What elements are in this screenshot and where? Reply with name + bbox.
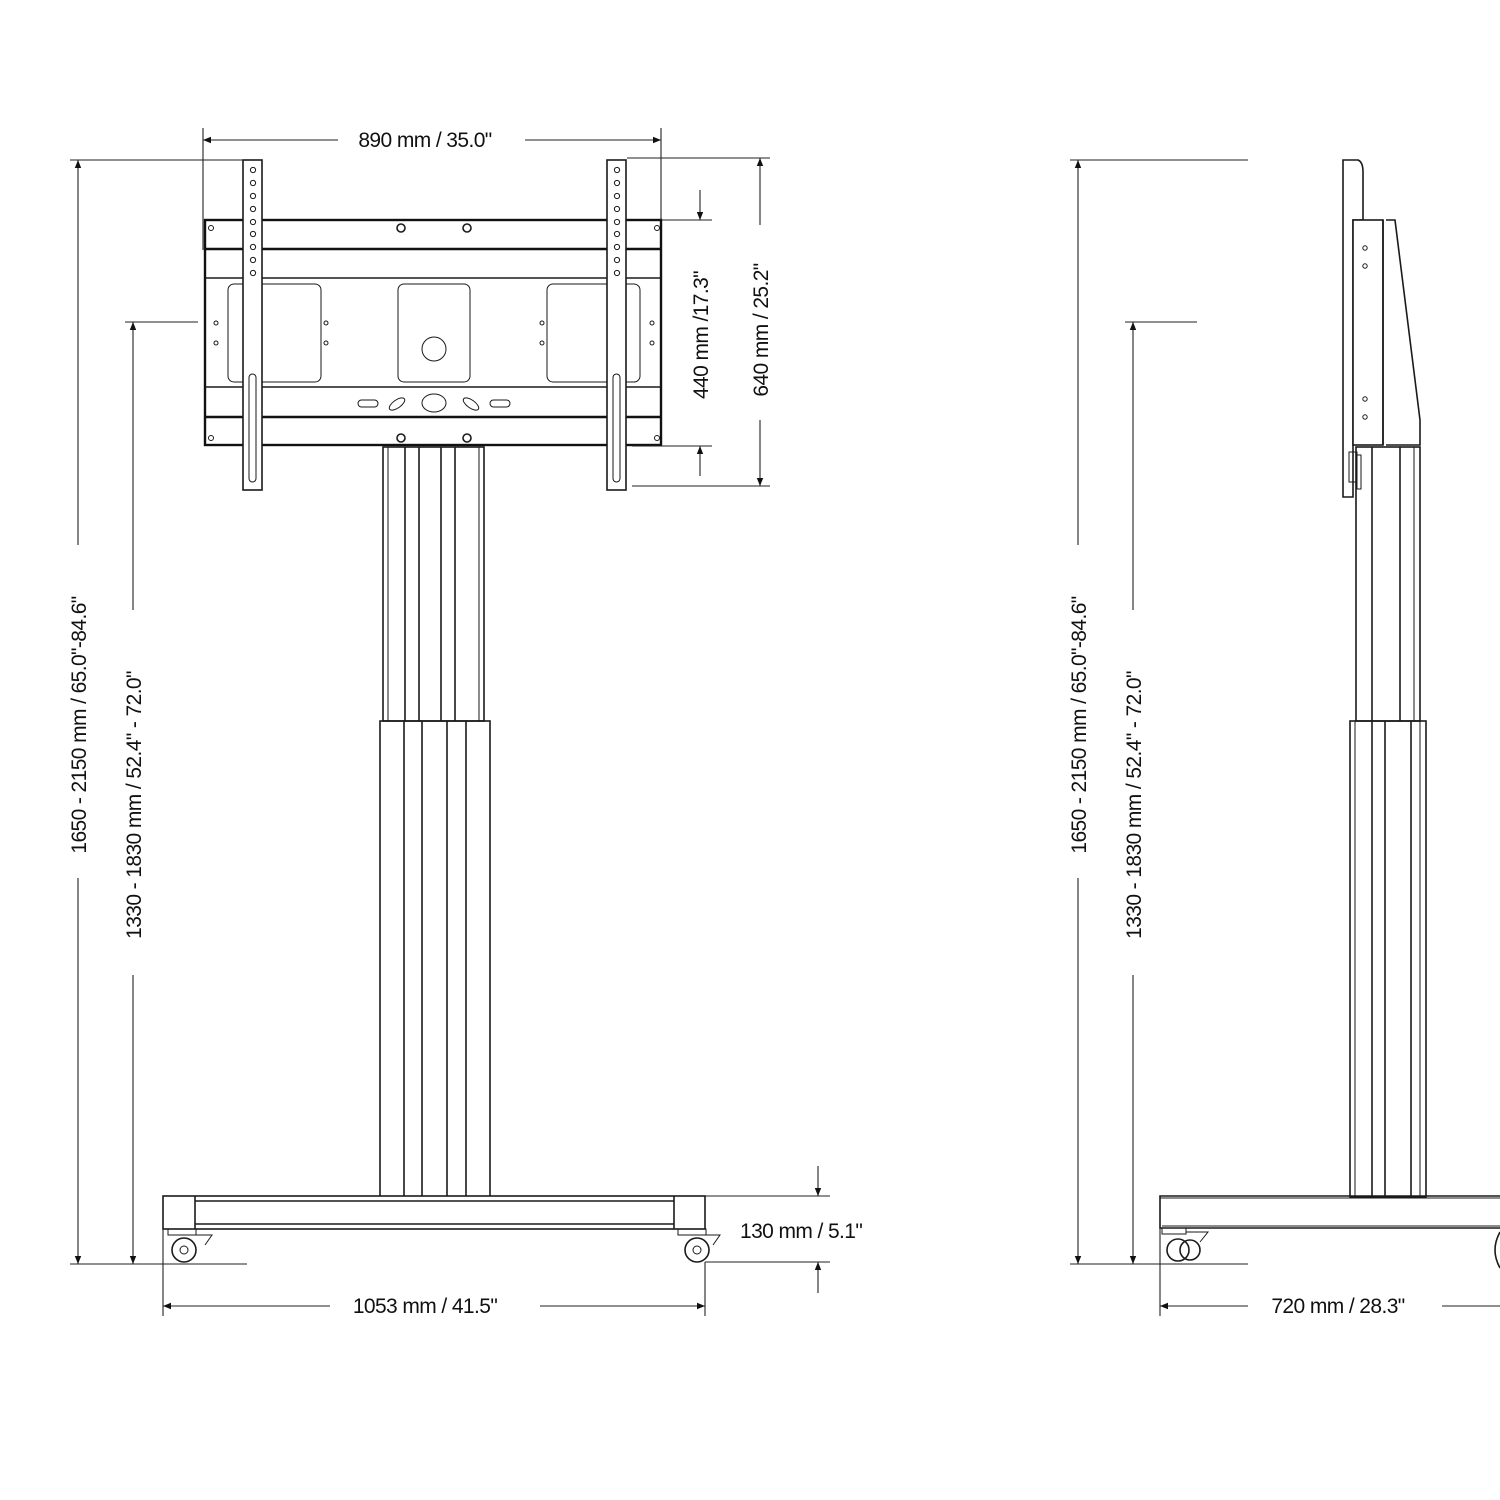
dimension-label: 890 mm / 35.0" [358,129,491,152]
dimension-width-mount: 890 mm / 35.0" [202,128,662,250]
dimension-label: 1330 - 1830 mm / 52.4" - 72.0" [1123,671,1146,939]
dimension-base-depth: 720 mm / 28.3" [1159,1228,1500,1318]
dimension-label: 720 mm / 28.3" [1271,1295,1404,1318]
dimension-label: 1330 - 1830 mm / 52.4" - 72.0" [123,671,146,939]
front-view: 890 mm / 35.0" 1650 - 2150 mm / 65.0"-84… [68,128,863,1318]
dimension-label: 1053 mm / 41.5" [353,1295,498,1318]
lift-column-side [1349,446,1427,1198]
base-bar [162,1195,706,1230]
dimension-total-height-front: 1650 - 2150 mm / 65.0"-84.6" [68,159,247,1265]
display-profile [1342,159,1421,498]
dimension-label: 440 mm /17.3" [690,271,713,399]
side-view: 1650 - 2150 mm / 65.0"-84.6" 1330 - 1830… [1068,159,1500,1318]
lift-column [379,446,491,1198]
dimension-base-height: 130 mm / 5.1" [705,1166,863,1293]
caster-side [1161,1227,1500,1269]
vesa-rail-left [242,159,263,491]
dimension-vesa-640: 640 mm / 25.2" [627,157,773,487]
dimension-label: 1650 - 2150 mm / 65.0"-84.6" [68,596,91,853]
dimension-label: 640 mm / 25.2" [750,263,773,396]
dimension-label: 1650 - 2150 mm / 65.0"-84.6" [1068,596,1091,853]
dimension-base-width: 1053 mm / 41.5" [162,1229,706,1318]
mounting-plate [203,218,663,447]
base-side [1159,1195,1500,1229]
dimension-center-height-side: 1330 - 1830 mm / 52.4" - 72.0" [1123,321,1197,1264]
dimension-vesa-440: 440 mm /17.3" [632,190,713,476]
dimension-label: 130 mm / 5.1" [740,1220,862,1243]
vesa-rail-right [606,159,627,491]
dimension-center-height-front: 1330 - 1830 mm / 52.4" - 72.0" [123,321,198,1264]
dimension-total-height-side: 1650 - 2150 mm / 65.0"-84.6" [1068,159,1248,1265]
caster-right [677,1228,721,1263]
caster-left [167,1228,213,1263]
